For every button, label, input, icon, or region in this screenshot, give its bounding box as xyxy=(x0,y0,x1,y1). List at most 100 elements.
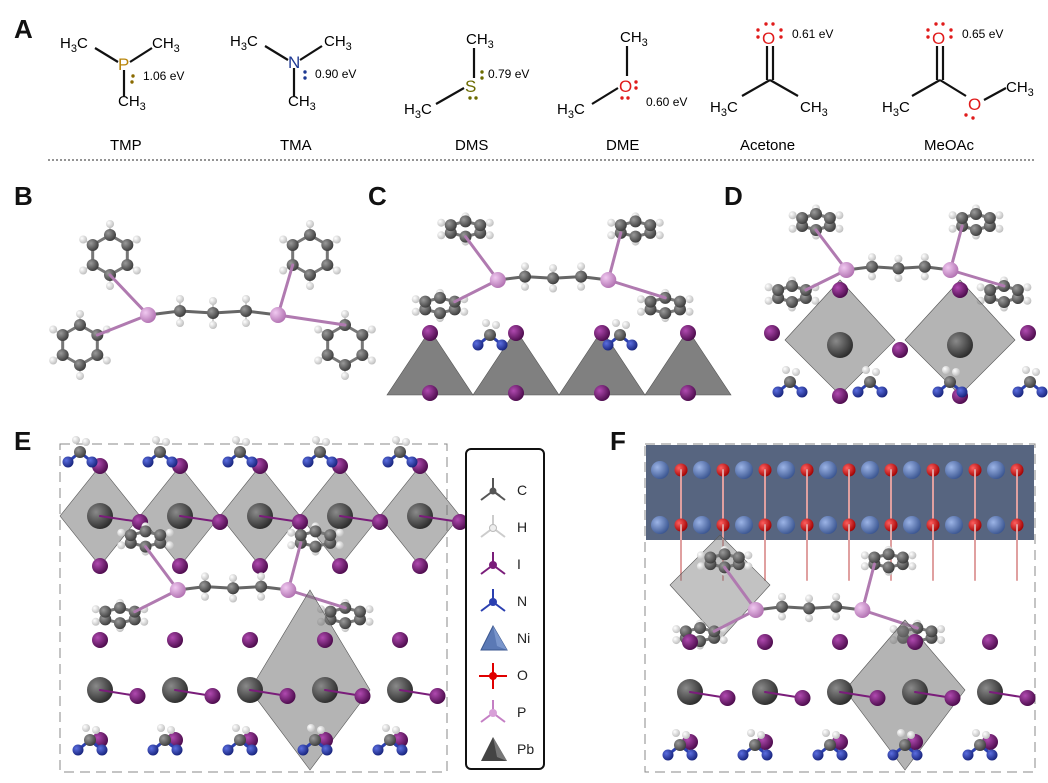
nitrogen-atom xyxy=(836,749,848,761)
atom-c xyxy=(234,446,246,458)
atom-c xyxy=(159,734,171,746)
atom-h xyxy=(92,726,100,734)
atom-h xyxy=(872,368,880,376)
bond xyxy=(453,278,500,304)
atom-c xyxy=(824,739,836,751)
atom-h xyxy=(832,592,841,601)
hydrogen-atom xyxy=(607,218,616,227)
nitrogen-atom xyxy=(956,386,968,398)
nickel-atom xyxy=(987,516,1005,534)
carbon-atom xyxy=(99,605,112,618)
iodine-atom xyxy=(252,558,268,574)
tma-ch3-bottom: CH3 xyxy=(288,93,316,113)
atom-c xyxy=(803,602,816,615)
tmp-energy: 1.06 eV xyxy=(143,69,184,83)
atom-h xyxy=(672,729,680,737)
nickel-atom xyxy=(903,461,921,479)
nitrogen-atom xyxy=(96,744,108,756)
tmp-ch3-bottom: CH3 xyxy=(118,93,146,113)
iodine-atom xyxy=(952,282,968,298)
hydrogen-atom xyxy=(1023,296,1032,305)
lead-polyhedron-icon xyxy=(481,737,507,761)
nickel-atom xyxy=(735,461,753,479)
meoac-ch3-label: CH3 xyxy=(1006,79,1034,99)
atom-h xyxy=(1032,368,1040,376)
tmp-h3c-label: H3C xyxy=(60,35,88,55)
iodine-atom xyxy=(719,690,736,706)
nitrogen-atom xyxy=(986,749,998,761)
acetone-ch3-label: CH3 xyxy=(800,99,828,119)
atom-h xyxy=(778,592,786,601)
nitrogen-atom xyxy=(86,456,98,468)
atom-h xyxy=(307,724,315,732)
atom-c xyxy=(974,739,986,751)
phosphorus-symbol-icon xyxy=(480,700,506,723)
carbon-atom xyxy=(998,296,1010,308)
atom-c xyxy=(1024,376,1036,388)
iodine-atom xyxy=(757,634,773,650)
atom-c xyxy=(174,305,186,317)
carbon-symbol-icon xyxy=(480,478,506,501)
carbon-atom xyxy=(419,295,432,308)
atom-c xyxy=(918,260,931,273)
legend-row-pb: Pb xyxy=(467,735,543,765)
carbon-atom xyxy=(882,548,895,561)
hydrogen-atom xyxy=(976,283,985,292)
nitrogen-atom xyxy=(761,749,773,761)
iodine-atom xyxy=(422,325,438,341)
nitrogen-atom xyxy=(372,744,384,756)
nickel-atom xyxy=(945,461,963,479)
iodine-atom xyxy=(508,325,524,341)
dme-energy: 0.60 eV xyxy=(646,95,687,109)
carbon-atom xyxy=(983,212,996,224)
legend-label-pb: Pb xyxy=(517,741,535,757)
carbon-atom xyxy=(474,219,487,232)
nitrogen-atom xyxy=(246,456,258,468)
tma-h3c-label: H3C xyxy=(230,33,258,53)
iodine-atom xyxy=(279,688,296,704)
hydrogen-atom xyxy=(365,617,374,626)
carbon-atom xyxy=(732,551,745,564)
atom-c xyxy=(240,305,252,317)
hydrogen-atom xyxy=(607,231,616,240)
legend-label-n: N xyxy=(517,593,528,609)
hydrogen-atom xyxy=(279,266,288,275)
iodine-atom xyxy=(982,634,998,650)
hydrogen-atom xyxy=(655,218,664,227)
element-legend: C H I N Ni O P Pb xyxy=(465,448,545,770)
atom-h xyxy=(757,731,765,739)
iodine-atom xyxy=(680,385,696,401)
carbon-atom xyxy=(796,212,809,224)
atom-c xyxy=(776,600,788,613)
hydrogen-atom xyxy=(811,296,820,305)
iodine-atom xyxy=(129,688,146,704)
legend-label-c: C xyxy=(517,482,528,498)
hydrogen-atom xyxy=(696,562,705,571)
dms-h3c-label: H3C xyxy=(404,101,432,121)
atom-h xyxy=(209,297,217,305)
iodine-atom xyxy=(944,690,961,706)
hydrogen-atom xyxy=(485,218,494,227)
atom-h xyxy=(167,726,175,734)
nitrogen-atom xyxy=(852,386,864,398)
meoac-h3c-label: H3C xyxy=(882,99,910,119)
hydrogen-atom xyxy=(335,528,344,537)
nickel-atom xyxy=(819,461,837,479)
carbon-atom xyxy=(629,215,642,228)
legend-row-o: O xyxy=(467,661,543,691)
panel-a-structures: H3C CH3 CH3 P 1.06 eV TMP H3C CH3 CH3 N … xyxy=(48,22,1035,161)
hydrogen-atom xyxy=(76,372,84,380)
hydrogen-atom xyxy=(106,220,114,228)
hydrogen-atom xyxy=(1023,283,1032,292)
atom-c xyxy=(674,739,686,751)
atom-h xyxy=(242,295,250,303)
atom-h xyxy=(201,592,209,601)
acetone-structure: O 0.61 eV H3C CH3 Acetone xyxy=(710,22,833,154)
atom-h xyxy=(577,262,586,271)
nitrogen-atom xyxy=(396,744,408,756)
atom-c xyxy=(484,329,496,341)
nickel-atom xyxy=(987,461,1005,479)
hydrogen-atom xyxy=(365,605,374,614)
nitrogen-atom xyxy=(302,456,314,468)
